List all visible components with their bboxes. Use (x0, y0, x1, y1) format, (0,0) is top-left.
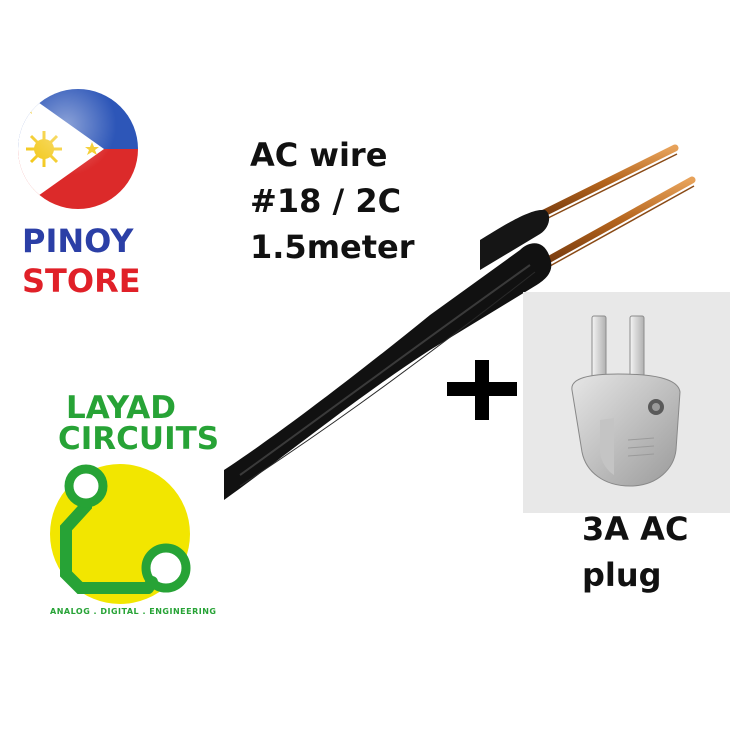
layad-circuits-logo-icon (50, 464, 191, 604)
plug-label-line2: plug (582, 556, 662, 594)
store-text: STORE (22, 262, 141, 300)
ac-wire-photo (224, 144, 696, 500)
wire-label-line1: AC wire (250, 136, 388, 174)
pinoy-text: PINOY (22, 222, 134, 260)
wire-label-line3: 1.5meter (250, 228, 415, 266)
plug-label-line1: 3A AC (582, 510, 689, 548)
layad-text: LAYAD (66, 390, 176, 426)
circuits-text: CIRCUITS (58, 421, 220, 457)
wire-label-line2: #18 / 2C (250, 182, 402, 220)
philippine-flag-globe-icon (18, 89, 138, 209)
brand-tagline: ANALOG . DIGITAL . ENGINEERING (50, 607, 217, 616)
ac-plug-icon (571, 315, 681, 487)
plus-icon (447, 360, 517, 420)
